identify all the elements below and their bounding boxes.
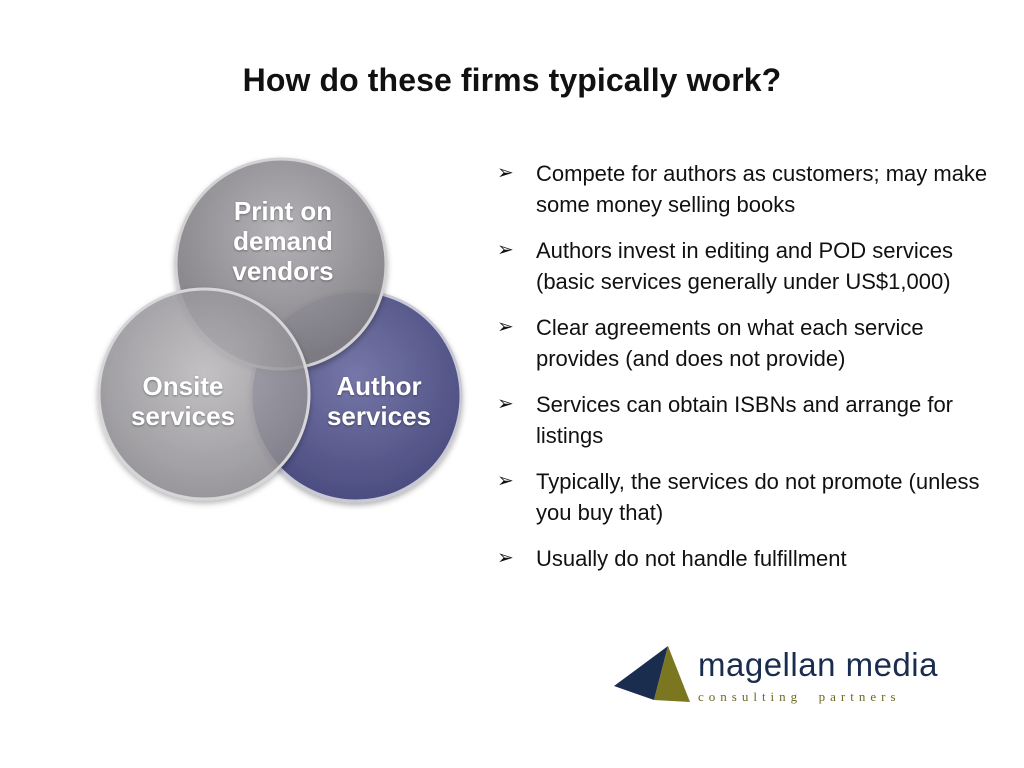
venn-label-author: Author services — [304, 371, 454, 431]
venn-label-line: Print on — [233, 196, 333, 226]
arrow-bullet-icon: ➢ — [497, 470, 514, 492]
bullet-text: Authors invest in editing and POD servic… — [536, 238, 953, 294]
venn-label-print-on-demand: Print on demand vendors — [208, 196, 358, 286]
sail-logo-icon — [614, 646, 690, 702]
magellan-media-logo: magellan media consulting partners — [610, 640, 960, 710]
venn-circles — [97, 157, 463, 503]
venn-label-line: Author — [336, 371, 422, 401]
venn-label-line: Onsite — [142, 371, 224, 401]
bullet-text: Clear agreements on what each service pr… — [536, 315, 924, 371]
bullet-text: Typically, the services do not promote (… — [536, 469, 980, 525]
list-item: ➢ Authors invest in editing and POD servi… — [497, 235, 1007, 297]
arrow-bullet-icon: ➢ — [497, 393, 514, 415]
arrow-bullet-icon: ➢ — [497, 547, 514, 569]
venn-circle-left — [97, 287, 311, 501]
venn-label-line: demand — [233, 226, 333, 256]
list-item: ➢ Typically, the services do not promote … — [497, 466, 1007, 528]
arrow-bullet-icon: ➢ — [497, 162, 514, 184]
logo-wordmark: magellan media — [698, 646, 938, 683]
bullet-text: Compete for authors as customers; may ma… — [536, 161, 988, 217]
venn-label-line: services — [130, 401, 236, 431]
venn-label-line: services — [326, 401, 432, 431]
list-item: ➢ Compete for authors as customers; may m… — [497, 158, 1007, 220]
venn-label-onsite: Onsite services — [108, 371, 258, 431]
logo-tagline: consulting partners — [698, 689, 901, 704]
list-item: ➢ Services can obtain ISBNs and arrange f… — [497, 389, 1007, 451]
arrow-bullet-icon: ➢ — [497, 239, 514, 261]
slide-title: How do these firms typically work? — [242, 62, 782, 98]
bullet-text: Usually do not handle fulfillment — [536, 546, 847, 571]
venn-label-line: vendors — [232, 256, 334, 286]
bullet-text: Services can obtain ISBNs and arrange fo… — [536, 392, 954, 448]
bullet-list: ➢ Compete for authors as customers; may m… — [497, 158, 1007, 589]
list-item: ➢ Clear agreements on what each service p… — [497, 312, 1007, 374]
list-item: ➢ Usually do not handle fulfillment — [497, 543, 1007, 574]
venn-diagram: Print on demand vendors Onsite services … — [90, 150, 480, 510]
arrow-bullet-icon: ➢ — [497, 316, 514, 338]
